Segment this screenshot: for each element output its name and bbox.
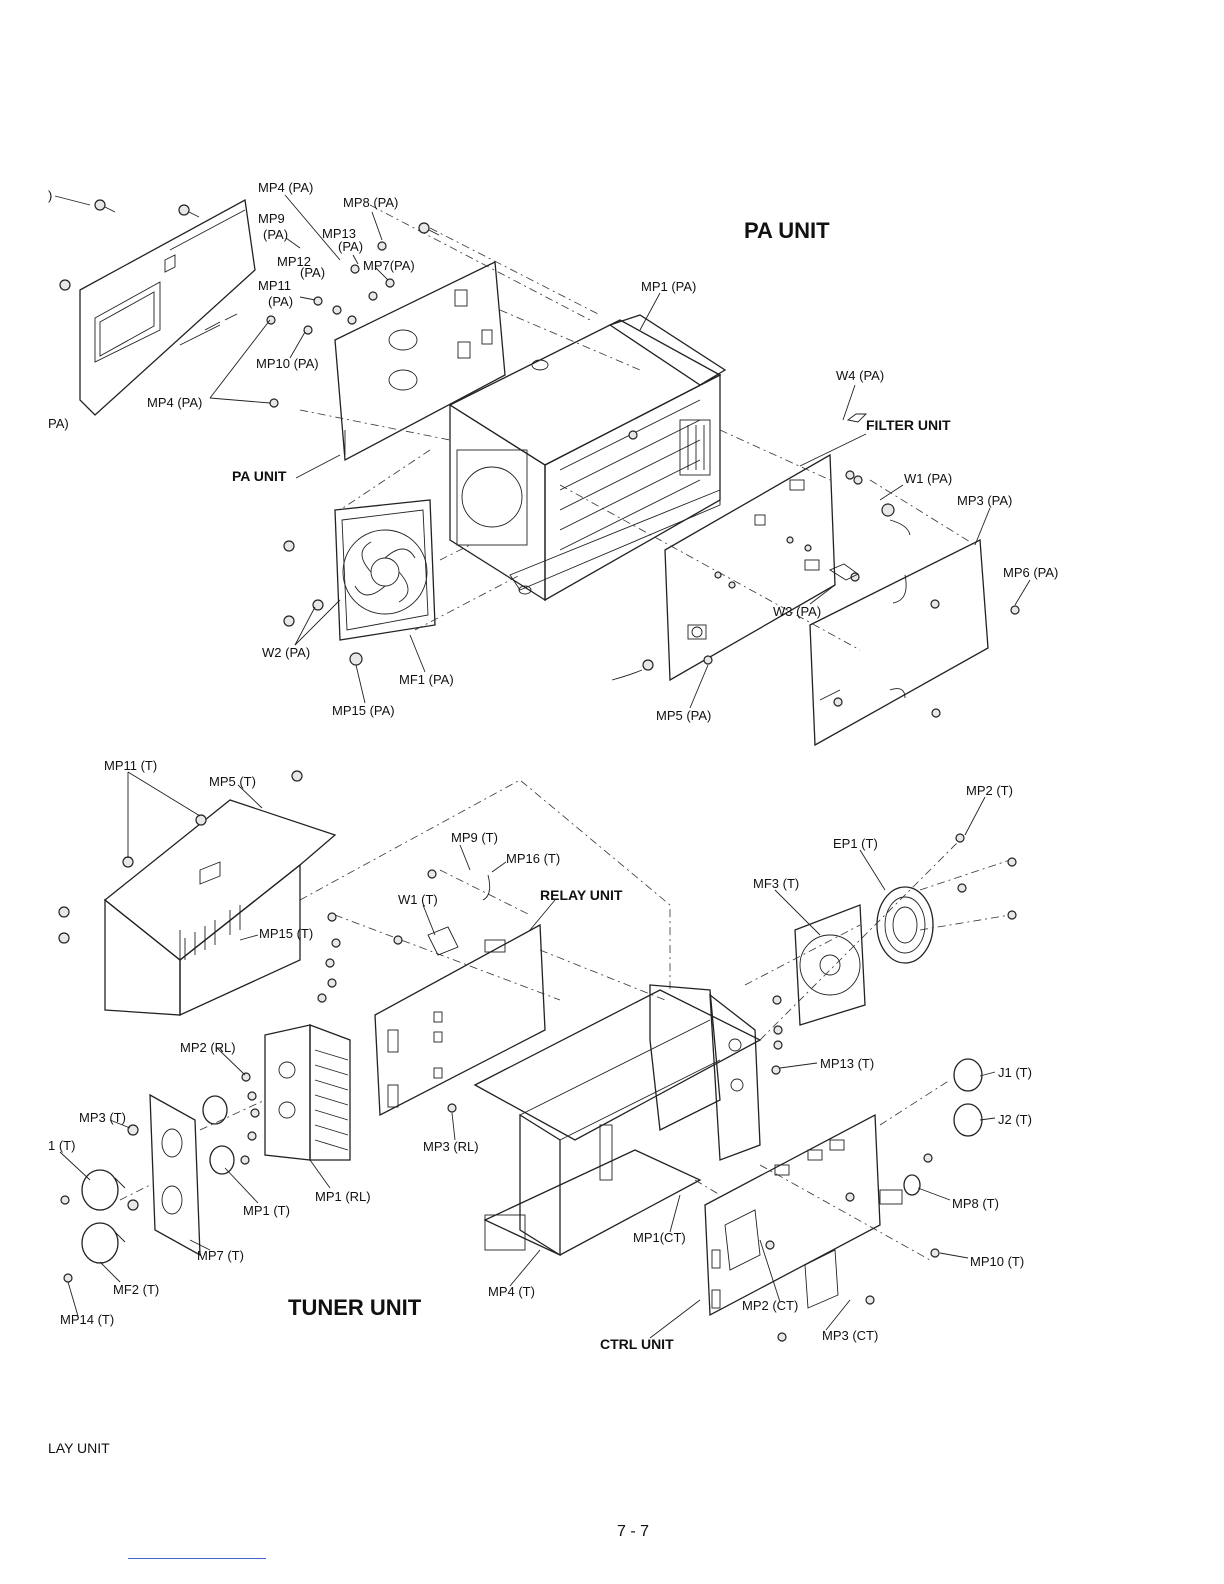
label-mp1-pa: MP1 (PA)	[641, 279, 697, 294]
pa-fan	[334, 499, 436, 641]
label-mp10-pa: MP10 (PA)	[256, 356, 319, 371]
label-mf2-t: MF2 (T)	[113, 1282, 160, 1297]
label-j2-t: J2 (T)	[998, 1112, 1032, 1127]
label-mf3-t: MF3 (T)	[753, 876, 800, 891]
label-mp15-t: MP15 (T)	[259, 926, 314, 941]
label-mp3-rl: MP3 (RL)	[423, 1139, 479, 1154]
tuner-top-cover	[103, 799, 337, 1017]
label-mp15-pa: MP15 (PA)	[332, 703, 395, 718]
label-mp12-pa: (PA)	[300, 265, 326, 280]
label-edge-left: PA)	[48, 416, 69, 431]
pa-unit-board	[334, 261, 506, 462]
label-mp12: MP12	[277, 254, 311, 269]
filter-unit-board	[664, 453, 836, 682]
footer-link-underline[interactable]	[128, 1558, 266, 1559]
relay-heatsink	[264, 1024, 351, 1161]
tuner-knobs	[81, 1095, 235, 1264]
label-mp7-pa: MP7(PA)	[363, 258, 415, 273]
label-mp4-pa-top: MP4 (PA)	[258, 180, 314, 195]
label-mp1-ct: MP1(CT)	[633, 1230, 686, 1245]
page-number: 7 - 7	[617, 1523, 650, 1540]
label-mp10-t: MP10 (T)	[970, 1254, 1025, 1269]
label-mp11-pa: (PA)	[268, 294, 294, 309]
label-mp9-pa: (PA)	[263, 227, 289, 242]
pa-right-cover	[809, 538, 989, 747]
label-mp1-rl: MP1 (RL)	[315, 1189, 371, 1204]
label-mp16-t: MP16 (T)	[506, 851, 561, 866]
ctrl-unit-board	[704, 1113, 881, 1317]
tuner-unit-title: TUNER UNIT	[288, 1295, 422, 1320]
label-mp9-t: MP9 (T)	[451, 830, 498, 845]
pa-alignment-lines	[299, 204, 976, 651]
label-ep1-t: EP1 (T)	[833, 836, 878, 851]
label-mp11-t: MP11 (T)	[104, 758, 158, 773]
tuner-screws	[58, 770, 1017, 1342]
label-mp1-t: MP1 (T)	[243, 1203, 290, 1218]
tuner-connectors	[879, 1058, 983, 1205]
label-mp14-t: MP14 (T)	[60, 1312, 115, 1327]
label-mp3-pa: MP3 (PA)	[957, 493, 1013, 508]
tuner-front-panel	[149, 1093, 201, 1257]
pa-chassis	[448, 314, 727, 602]
tuner-alignment-lines	[119, 779, 1011, 1261]
label-pa-unit-callout: PA UNIT	[232, 468, 287, 484]
label-mp13-pa: (PA)	[338, 239, 364, 254]
label-mp5-t: MP5 (T)	[209, 774, 256, 789]
label-filter-unit: FILTER UNIT	[866, 417, 951, 433]
tuner-chassis	[473, 984, 762, 1257]
label-mp9: MP9	[258, 211, 285, 226]
label-mf1-pa: MF1 (PA)	[399, 672, 454, 687]
label-w1-pa: W1 (PA)	[904, 471, 953, 486]
label-relay-unit: RELAY UNIT	[540, 887, 623, 903]
label-w2-pa: W2 (PA)	[262, 645, 311, 660]
label-j1-t: J1 (T)	[998, 1065, 1032, 1080]
pa-unit-title: PA UNIT	[744, 218, 830, 243]
label-mp13-t: MP13 (T)	[820, 1056, 875, 1071]
tuner-leader-lines	[59, 771, 996, 1339]
label-mp6-pa: MP6 (PA)	[1003, 565, 1059, 580]
label-mp13: MP13	[322, 226, 356, 241]
relay-unit-board	[374, 923, 546, 1117]
label-mp3-ct: MP3 (CT)	[822, 1328, 879, 1343]
label-mp5-pa: MP5 (PA)	[656, 708, 712, 723]
label-mp11: MP11	[258, 278, 291, 293]
label-w1-t: W1 (T)	[398, 892, 438, 907]
label-mp3-t: MP3 (T)	[79, 1110, 126, 1125]
pa-leader-lines	[54, 194, 1031, 709]
label-mp4-pa-low: MP4 (PA)	[147, 395, 203, 410]
label-mp2-ct: MP2 (CT)	[742, 1298, 799, 1313]
label-mp4-t: MP4 (T)	[488, 1284, 535, 1299]
pa-left-cover	[79, 198, 256, 416]
label-edge-1t: 1 (T)	[48, 1138, 76, 1153]
label-w3-pa: W3 (PA)	[773, 604, 822, 619]
label-w4-pa: W4 (PA)	[836, 368, 885, 383]
label-mp2-rl: MP2 (RL)	[180, 1040, 236, 1055]
label-mp8-pa: MP8 (PA)	[343, 195, 399, 210]
label-ctrl-unit: CTRL UNIT	[600, 1336, 674, 1352]
footer-cutoff-label: LAY UNIT	[48, 1440, 110, 1456]
tuner-fan	[794, 886, 934, 1026]
pa-screws	[59, 199, 1020, 718]
label-mp8-t: MP8 (T)	[952, 1196, 999, 1211]
label-mp7-t: MP7 (T)	[197, 1248, 244, 1263]
label-mp2-t: MP2 (T)	[966, 783, 1013, 798]
label-edge-top: )	[48, 188, 53, 203]
